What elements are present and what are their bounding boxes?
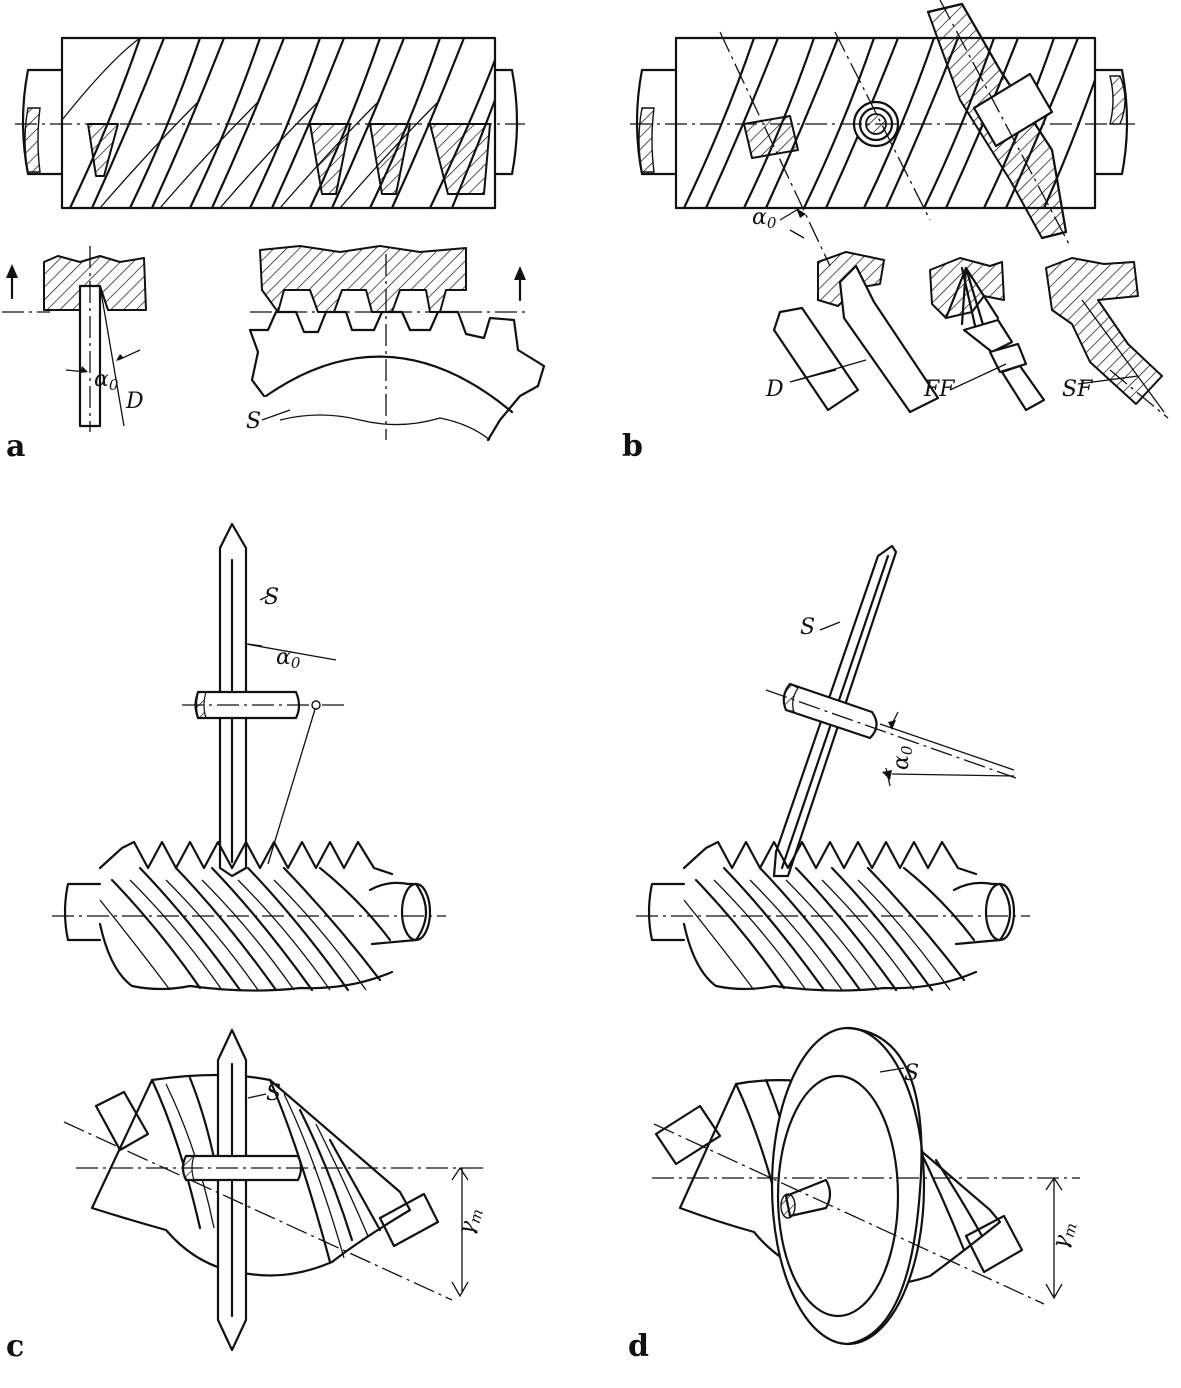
panel-b-worm — [630, 0, 1135, 267]
panel-d-bottom-view: S γm — [652, 1026, 1081, 1346]
disc-label-d-bottom: S — [904, 1061, 919, 1086]
alpha-label-a: α0 — [94, 367, 119, 394]
gamma-label-c: γm — [454, 1205, 487, 1238]
panel-b: α0 D FF SF b — [622, 0, 1169, 464]
panel-c: S α0 S γm — [6, 522, 487, 1364]
alpha-label-b: α0 — [752, 205, 777, 232]
tool-label-a: D — [125, 389, 144, 414]
disc-label-c-top: S — [264, 585, 279, 610]
panel-d: S α0 S γm — [628, 544, 1081, 1364]
panel-letter-a: a — [6, 429, 25, 464]
tool-label-b: D — [765, 377, 784, 402]
finger-cutter-label: FF — [923, 377, 955, 402]
wheel-label-a: S — [246, 409, 261, 434]
shaper-cutter-label: SF — [1062, 377, 1093, 402]
panel-a: α0 D S a — [2, 36, 546, 464]
panel-a-rack-and-gear: S — [246, 245, 546, 442]
panel-letter-b: b — [622, 429, 643, 464]
panel-a-tool-detail: α0 D — [2, 246, 147, 432]
panel-b-tools: α0 D FF SF — [752, 205, 1169, 419]
panel-c-top-view: S α0 — [52, 522, 446, 992]
disc-label-d-top: S — [800, 615, 815, 640]
alpha-label-c: α0 — [276, 645, 301, 672]
panel-c-bottom-view: S γm — [63, 1028, 487, 1352]
panel-a-worm — [15, 36, 525, 210]
panel-d-top-view: S α0 — [636, 544, 1030, 992]
alpha-label-d: α0 — [889, 745, 916, 770]
panel-letter-c: c — [6, 1329, 24, 1364]
panel-letter-d: d — [628, 1329, 649, 1364]
gamma-label-d: γm — [1048, 1219, 1081, 1252]
disc-label-c-bottom: S — [266, 1081, 281, 1106]
